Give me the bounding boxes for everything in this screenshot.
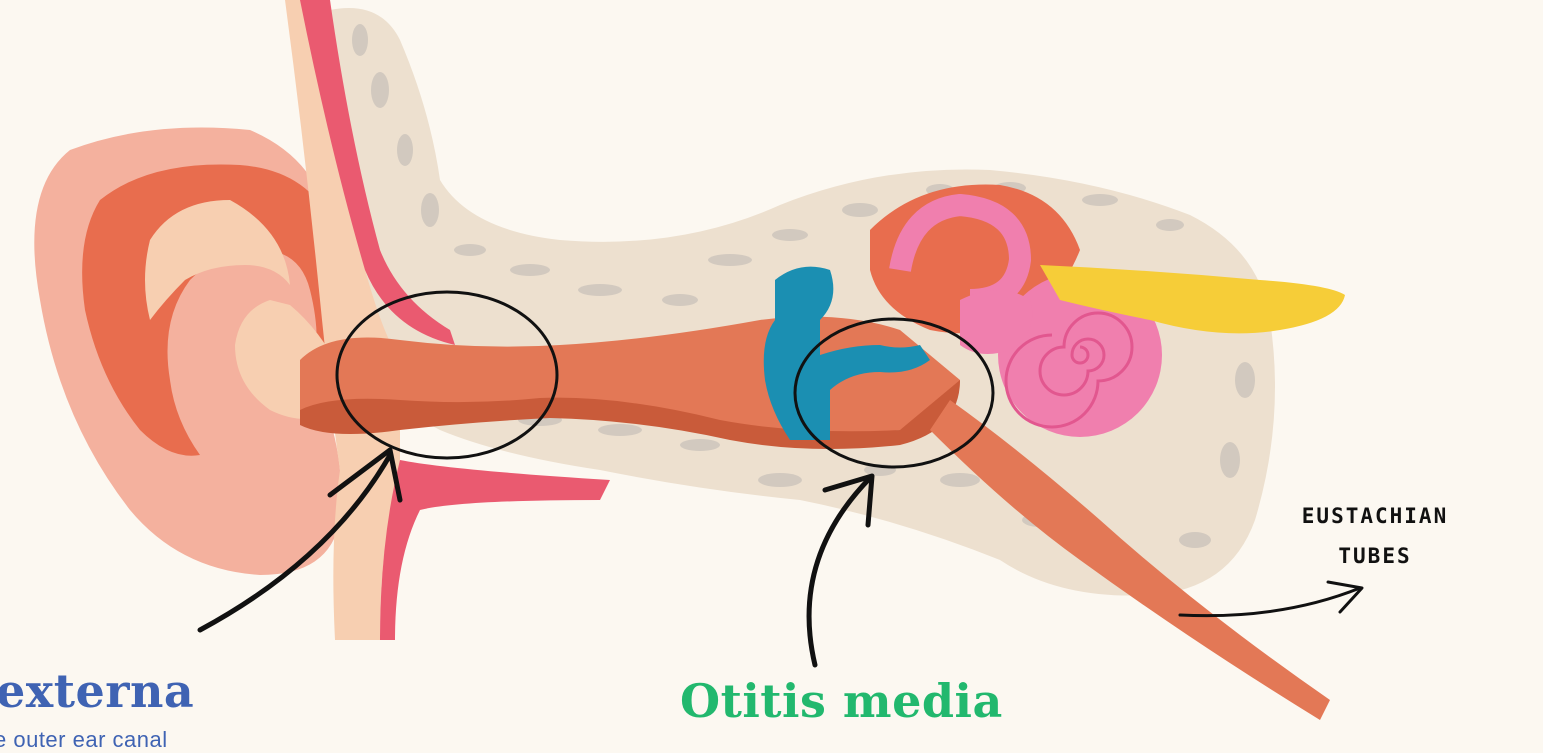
otitis-media-title: Otitis media [680, 674, 1003, 728]
skin-band-red-lower [380, 460, 610, 640]
eustachian-label-line1: EUSTACHIAN [1275, 496, 1475, 536]
otitis-externa-description: e outer ear canal [0, 727, 168, 753]
eustachian-label-line2: TUBES [1275, 536, 1475, 576]
eustachian-tubes-label: EUSTACHIAN TUBES [1275, 496, 1475, 576]
otitis-externa-title: externa [0, 664, 194, 718]
